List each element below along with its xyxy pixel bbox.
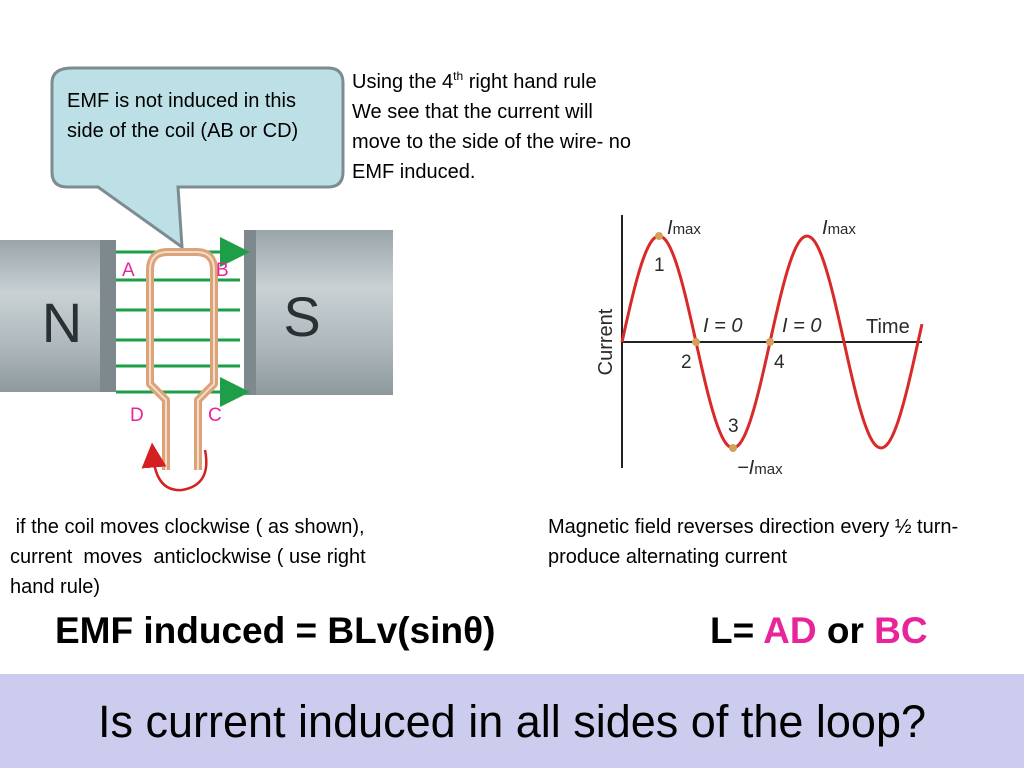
rule-note-line-2: We see that the current will	[352, 101, 593, 123]
rule-note-line-1: Using the 4th right hand rule	[352, 69, 597, 93]
i-zero-label-1: I = 0	[703, 315, 742, 337]
south-magnet: S	[244, 230, 393, 395]
point-3-label: 3	[728, 416, 739, 437]
length-ad: AD	[763, 610, 817, 651]
corner-d-label: D	[130, 405, 144, 426]
callout-text: EMF is not induced in this side of the c…	[67, 90, 299, 142]
caption-clockwise: if the coil moves clockwise ( as shown),…	[10, 516, 366, 598]
point-4-label: 4	[774, 352, 785, 373]
graph-x-axis-label: Time	[866, 316, 910, 338]
length-formula: L= AD or BC	[710, 610, 928, 651]
banner-question: Is current induced in all sides of the l…	[98, 696, 926, 747]
corner-c-label: C	[208, 405, 222, 426]
corner-b-label: B	[216, 260, 229, 281]
question-banner	[0, 674, 1024, 768]
sine-curve	[620, 234, 924, 450]
corner-a-label: A	[122, 260, 135, 281]
neg-imax-label: −Imax	[737, 457, 783, 479]
point-4-marker	[766, 338, 774, 346]
callout-bubble	[50, 66, 345, 251]
point-2-label: 2	[681, 352, 692, 373]
imax-label-2: Imax	[822, 217, 856, 239]
point-3-marker	[729, 444, 737, 452]
point-2-marker	[692, 338, 700, 346]
rotation-arrow	[141, 442, 208, 492]
coil-loop-inner	[149, 251, 215, 470]
north-pole-label: N	[42, 291, 82, 354]
rule-note-line-3: move to the side of the wire- no	[352, 131, 632, 153]
i-zero-label-2: I = 0	[782, 315, 821, 337]
caption-alternating: Magnetic field reverses direction every …	[548, 516, 959, 568]
north-magnet: N	[0, 240, 116, 392]
point-1-marker	[655, 232, 663, 240]
right-hand-rule-note: Using the 4th right hand rule We see tha…	[352, 67, 732, 187]
rule-note-line-4: EMF induced.	[352, 161, 476, 183]
length-bc: BC	[874, 610, 928, 651]
point-1-label: 1	[654, 255, 665, 276]
emf-formula: EMF induced = BLv(sinθ)	[55, 610, 496, 651]
imax-label-1: Imax	[667, 217, 701, 239]
graph-y-axis-label: Current	[595, 308, 617, 375]
coil-loop	[146, 248, 218, 470]
current-time-graph: Current Time Imax Imax 1 2 3 4 I = 0 I =…	[595, 215, 924, 479]
south-pole-label: S	[283, 285, 320, 348]
